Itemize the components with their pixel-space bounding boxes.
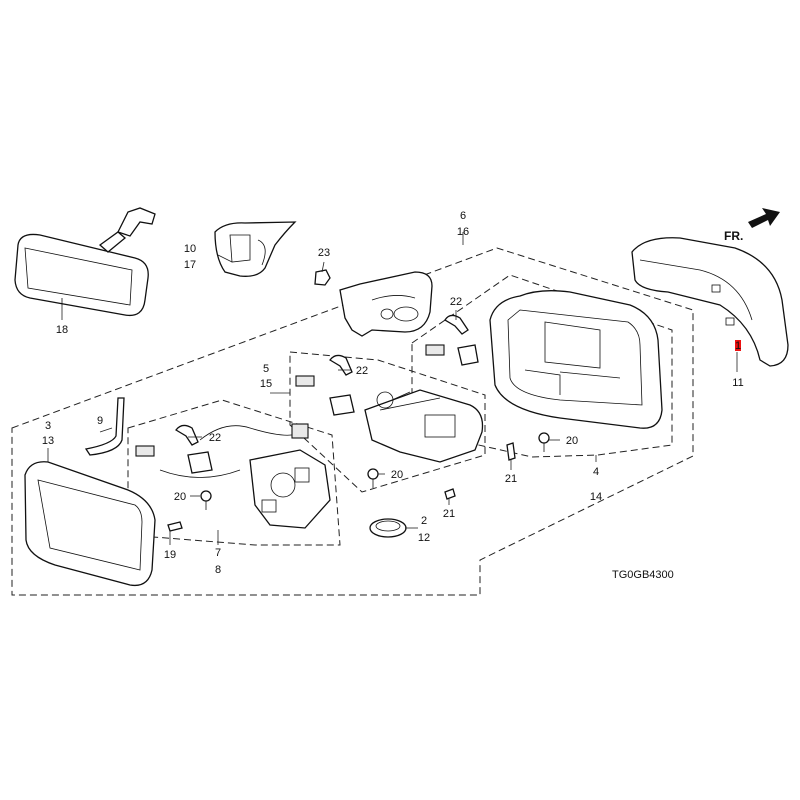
callout-5: 5 (263, 363, 269, 375)
callout-22-upper: 22 (450, 296, 462, 308)
screw-21-upper (506, 442, 516, 461)
callout-10: 10 (184, 243, 196, 255)
callout-17: 17 (184, 259, 196, 271)
assembly-outer-box (11, 247, 694, 596)
callout-20-middle: 20 (391, 469, 403, 481)
clip-22-middle (295, 354, 355, 416)
callout-7: 7 (215, 547, 221, 559)
callout-8: 8 (215, 564, 221, 576)
actuator-group-box (289, 351, 486, 493)
callout-16: 16 (457, 226, 469, 238)
callout-6: 6 (460, 210, 466, 222)
callout-20-right: 20 (566, 435, 578, 447)
callout-19: 19 (164, 549, 176, 561)
callout-12: 12 (418, 532, 430, 544)
callout-9: 9 (97, 415, 103, 427)
callout-21-upper: 21 (505, 473, 517, 485)
mirror-glass (24, 461, 156, 587)
motor-group-box (127, 399, 341, 546)
screw-20-lower (200, 490, 212, 510)
callout-20-lower: 20 (174, 491, 186, 503)
tube-9 (84, 397, 125, 456)
front-direction-arrow (748, 208, 780, 228)
callout-11: 11 (732, 377, 743, 389)
screw-19 (167, 521, 183, 532)
motor-unit (159, 423, 331, 529)
housing-cap (631, 237, 789, 367)
callout-23: 23 (318, 247, 330, 259)
screw-20-middle (367, 468, 379, 488)
mount-cover (214, 221, 297, 277)
callout-2: 2 (421, 515, 427, 527)
screw-21-lower (444, 488, 456, 500)
highlight-marker (735, 340, 741, 351)
callout-1: 1 (735, 340, 741, 352)
leader-lines (47, 232, 738, 545)
callout-13: 13 (42, 435, 54, 447)
front-label: FR. (724, 229, 743, 243)
callout-22-middle: 22 (356, 365, 368, 377)
base-bracket (339, 271, 433, 337)
actuator-unit (364, 389, 484, 463)
mirror-housing (489, 290, 663, 429)
callout-14: 14 (590, 491, 602, 503)
callout-22-lower: 22 (209, 432, 221, 444)
callout-18: 18 (56, 324, 68, 336)
callout-21-lower: 21 (443, 508, 455, 520)
callout-4: 4 (593, 466, 599, 478)
callout-15: 15 (260, 378, 272, 390)
clip-22-upper (425, 314, 479, 366)
callout-3: 3 (45, 420, 51, 432)
diagram-code: TG0GB4300 (612, 569, 674, 581)
screw-20-right (538, 432, 550, 452)
housing-group-box (411, 274, 673, 458)
clip-22-lower (135, 424, 213, 474)
rearview-mirror (14, 207, 156, 317)
ring-2 (369, 518, 407, 538)
nut-23 (314, 269, 331, 286)
